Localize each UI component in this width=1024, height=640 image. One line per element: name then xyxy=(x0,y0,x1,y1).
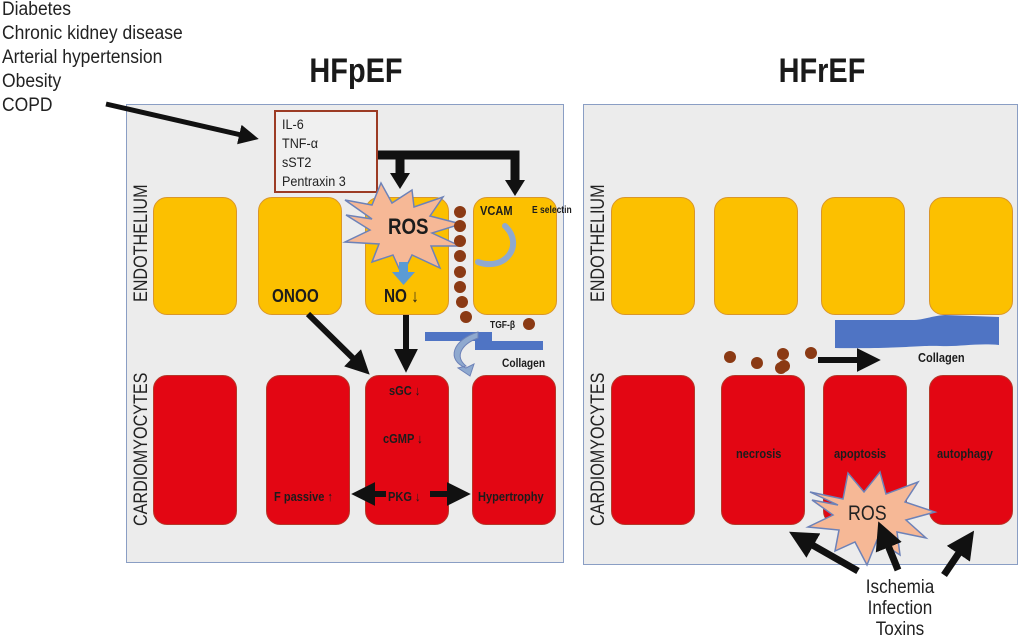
tgf-beta-label: TGF-β xyxy=(490,320,516,331)
ros-label-hfref: ROS xyxy=(848,502,887,525)
cardiomyocyte-necrosis xyxy=(721,375,805,525)
collagen-label-hfpef: Collagen xyxy=(502,356,546,370)
autophagy-label: autophagy xyxy=(937,446,993,461)
collagen-label-hfref: Collagen xyxy=(918,350,965,365)
cause: Toxins xyxy=(875,619,925,640)
no-label: NO ↓ xyxy=(384,286,419,306)
causes-list: Ischemia Infection Toxins xyxy=(846,577,954,640)
cardiomyocyte-autophagy xyxy=(929,375,1013,525)
cytokine: IL-6 xyxy=(282,116,304,132)
pkg-label: PKG ↓ xyxy=(388,489,421,504)
endothelial-cell xyxy=(821,197,905,315)
cytokine: sST2 xyxy=(282,154,312,170)
hypertrophy-label: Hypertrophy xyxy=(478,489,544,504)
hfpef-endothelium-label: ENDOTHELIUM xyxy=(131,184,152,302)
cardiomyocyte xyxy=(153,375,237,525)
risk-factor: Arterial hypertension xyxy=(2,47,163,68)
hfref-endothelium-label: ENDOTHELIUM xyxy=(588,184,609,302)
f-passive-label: F passive ↑ xyxy=(274,489,333,504)
cardiomyocyte-hypertrophy xyxy=(472,375,556,525)
vcam-label: VCAM xyxy=(480,203,513,218)
cardiomyocyte-f-passive xyxy=(266,375,350,525)
apoptosis-label: apoptosis xyxy=(834,446,887,461)
hfref-title: HFrEF xyxy=(778,52,866,90)
e-selectin-label: E selectin xyxy=(532,205,572,216)
endothelial-cell xyxy=(929,197,1013,315)
cytokine: Pentraxin 3 xyxy=(282,173,346,189)
endothelial-cell-onoo xyxy=(258,197,342,315)
endothelial-cell xyxy=(153,197,237,315)
cause: Ischemia xyxy=(865,577,935,598)
cause: Infection xyxy=(867,598,933,619)
cytokine: TNF-α xyxy=(282,135,318,151)
hfpef-cardiomyocytes-label: CARDIOMYOCYTES xyxy=(131,372,152,526)
cardiomyocyte xyxy=(611,375,695,525)
ros-label-hfpef: ROS xyxy=(388,214,429,239)
risk-factor: Obesity xyxy=(2,71,62,92)
cytokine-box: IL-6 TNF-α sST2 Pentraxin 3 xyxy=(274,110,378,193)
risk-factor: Chronic kidney disease xyxy=(2,23,183,44)
risk-factor: Diabetes xyxy=(2,0,71,20)
onoo-label: ONOO xyxy=(272,286,319,306)
necrosis-label: necrosis xyxy=(736,446,782,461)
risk-factor: COPD xyxy=(2,95,53,116)
hfpef-title: HFpEF xyxy=(309,52,403,90)
cardiomyocyte-pkg xyxy=(365,375,449,525)
hfref-cardiomyocytes-label: CARDIOMYOCYTES xyxy=(588,372,609,526)
risk-factor-list: Diabetes Chronic kidney disease Arterial… xyxy=(2,0,183,118)
sgc-label: sGC ↓ xyxy=(389,383,421,398)
endothelial-cell xyxy=(714,197,798,315)
cgmp-label: cGMP ↓ xyxy=(383,431,423,446)
endothelial-cell xyxy=(611,197,695,315)
